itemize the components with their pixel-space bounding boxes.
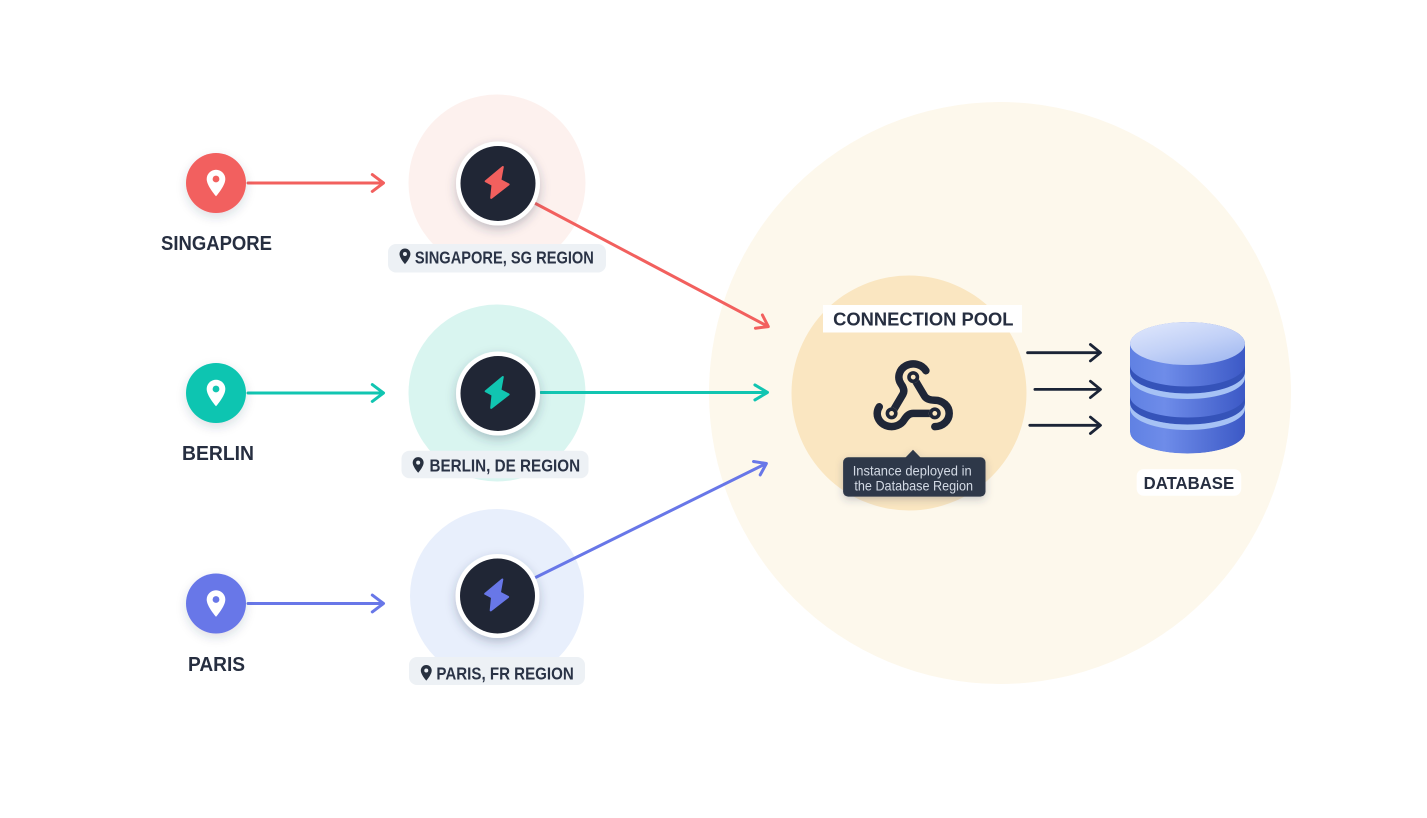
svg-text:BERLIN, DE REGION: BERLIN, DE REGION [429,455,580,475]
svg-text:BERLIN: BERLIN [182,443,254,465]
svg-text:the Database Region: the Database Region [854,478,973,493]
svg-text:SINGAPORE, SG REGION: SINGAPORE, SG REGION [415,248,594,268]
svg-text:Instance deployed in: Instance deployed in [853,464,972,479]
svg-text:PARIS, FR REGION: PARIS, FR REGION [436,664,573,684]
svg-text:CONNECTION POOL: CONNECTION POOL [833,309,1013,330]
svg-text:DATABASE: DATABASE [1144,473,1235,493]
svg-text:PARIS: PARIS [188,654,245,676]
svg-text:SINGAPORE: SINGAPORE [161,233,272,255]
